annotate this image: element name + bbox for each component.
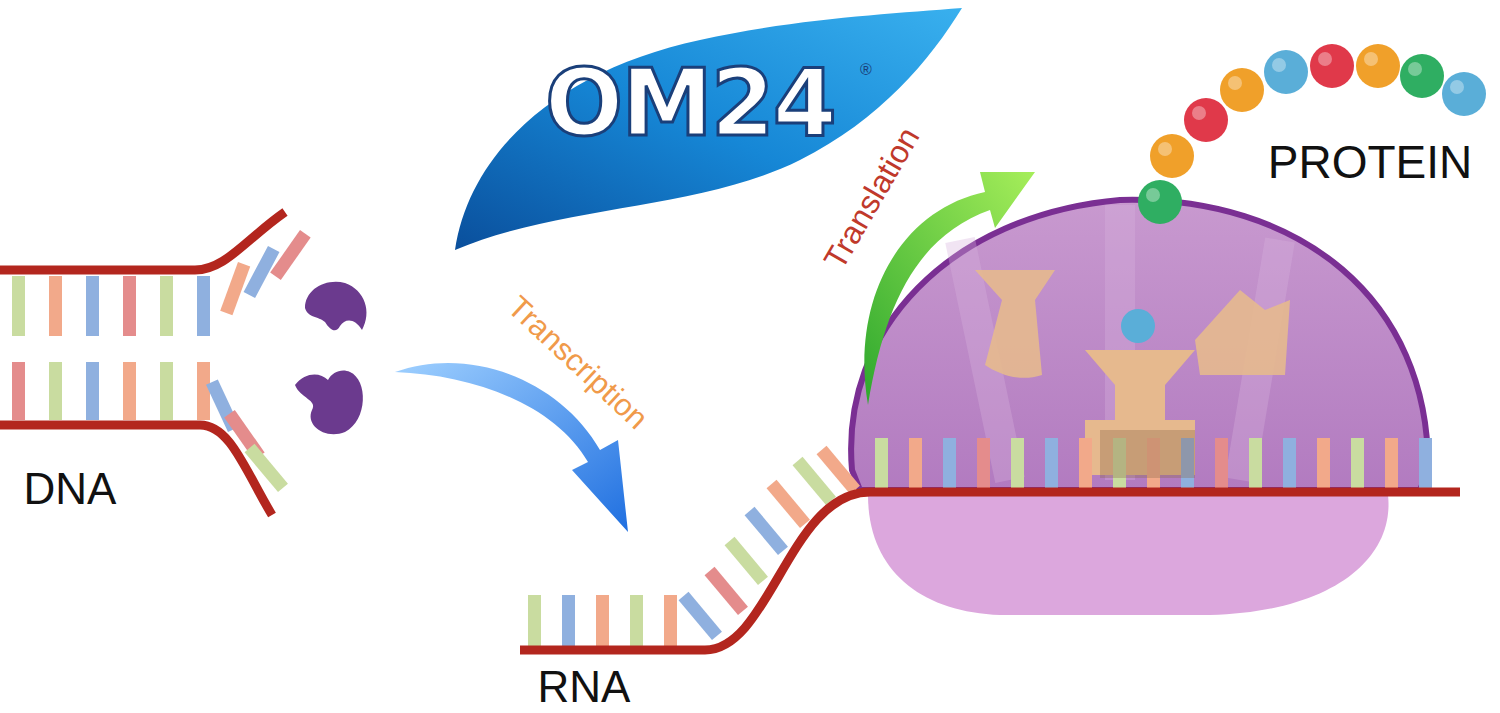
molecule-label: DNA [24, 467, 117, 511]
base [12, 362, 25, 420]
base [1385, 438, 1398, 488]
base [160, 276, 173, 336]
base [875, 438, 888, 488]
amino-acid [1356, 44, 1400, 88]
amino-acid [1138, 180, 1182, 224]
base [1079, 438, 1092, 488]
bead-highlight [1192, 106, 1206, 120]
bead-highlight [1450, 80, 1464, 94]
bead-highlight [1408, 62, 1422, 76]
base [1045, 438, 1058, 488]
base [49, 276, 62, 336]
amino-acid [1150, 134, 1194, 178]
base [86, 362, 99, 420]
bead-highlight [1146, 188, 1160, 202]
base [12, 276, 25, 336]
bead-highlight [1318, 52, 1332, 66]
base [160, 362, 173, 420]
base [1351, 438, 1364, 488]
amino-acid [1264, 50, 1308, 94]
base [1283, 438, 1296, 488]
trna [1195, 290, 1290, 375]
base [745, 507, 788, 555]
base [817, 446, 860, 494]
base [270, 230, 310, 280]
base [1215, 438, 1228, 488]
registered-mark: ® [860, 62, 872, 78]
base [909, 438, 922, 488]
base [1419, 438, 1432, 488]
base [705, 567, 748, 615]
amino-acid [1400, 54, 1444, 98]
bead-highlight [1158, 142, 1172, 156]
base [123, 276, 136, 336]
rna-bases [528, 438, 1432, 647]
base [1317, 438, 1330, 488]
polymerase [295, 370, 363, 434]
molecule-label: RNA [538, 665, 631, 709]
base [562, 595, 575, 647]
dna-strand [0, 212, 285, 270]
process-label: Transcription [502, 290, 653, 434]
polymerase [305, 282, 367, 331]
base [767, 480, 810, 528]
base [86, 276, 99, 336]
bead-highlight [1364, 52, 1378, 66]
base [664, 595, 677, 647]
bead-highlight [1272, 58, 1286, 72]
base [943, 438, 956, 488]
base [49, 362, 62, 420]
amino-acid [1121, 309, 1155, 343]
base [528, 595, 541, 647]
amino-acid [1310, 44, 1354, 88]
base [197, 362, 210, 420]
base [123, 362, 136, 420]
base [977, 438, 990, 488]
base [679, 592, 722, 640]
ribosome-small-subunit [868, 495, 1389, 615]
trna [975, 270, 1055, 378]
codon-highlight [1100, 430, 1195, 478]
logo-text: OM24 [545, 58, 835, 150]
base [725, 537, 768, 585]
molecule-label: PROTEIN [1268, 139, 1472, 185]
dna-strand [0, 425, 272, 515]
base [630, 595, 643, 647]
base [1011, 438, 1024, 488]
amino-acid [1184, 98, 1228, 142]
base [197, 276, 210, 336]
translation-arrow [864, 172, 1035, 405]
ribosome-large-subunit [851, 200, 1428, 490]
rna-strand [520, 492, 1460, 650]
amino-acid [1442, 72, 1486, 116]
base [596, 595, 609, 647]
base [1249, 438, 1262, 488]
logo-leaf [455, 8, 962, 250]
amino-acid [1220, 68, 1264, 112]
bead-highlight [1228, 76, 1242, 90]
protein-chain [1138, 44, 1486, 224]
